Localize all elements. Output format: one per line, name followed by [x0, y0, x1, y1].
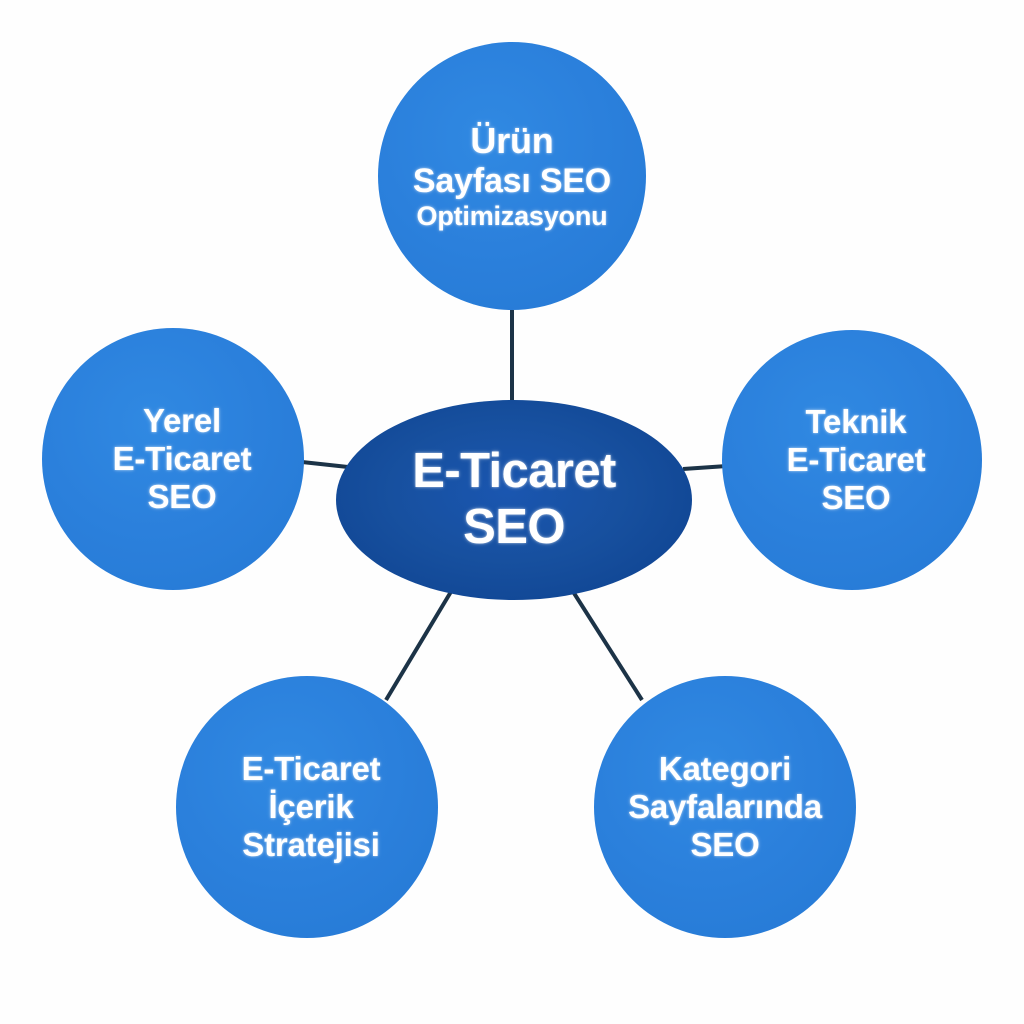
hub-node-e-ticaret-seo[interactable]: E-Ticaret SEO: [336, 400, 692, 600]
node-label-botright-line-2: Sayfalarında: [628, 787, 822, 825]
node-label-top-line-3: Optimizasyonu: [416, 200, 608, 231]
hub-label-line-2: SEO: [463, 500, 565, 554]
node-label-botright-line-1: Kategori: [658, 749, 792, 787]
node-label-left-line-2: E-Ticaret: [112, 439, 252, 477]
connector-hub-to-botleft: [384, 588, 454, 702]
node-label-top-line-1: Ürün: [470, 119, 554, 161]
node-kategori-sayfalarinda-seo[interactable]: Kategori Sayfalarında SEO: [594, 676, 856, 938]
node-label-botleft-line-1: E-Ticaret: [241, 749, 381, 787]
hub-label-line-1: E-Ticaret: [412, 444, 616, 499]
node-label-right: Teknik E-Ticaret SEO: [781, 403, 932, 518]
node-label-left-line-1: Yerel: [143, 401, 221, 439]
node-label-botright: Kategori Sayfalarında SEO: [622, 750, 828, 865]
node-label-top: Ürün Sayfası SEO Optimizasyonu: [407, 120, 617, 233]
node-urun-sayfasi-seo-optimizasyonu[interactable]: Ürün Sayfası SEO Optimizasyonu: [378, 42, 646, 310]
node-label-right-line-3: SEO: [821, 479, 891, 517]
node-label-botleft-line-2: İçerik: [268, 787, 354, 825]
connector-hub-to-left: [301, 460, 349, 469]
node-e-ticaret-icerik-stratejisi[interactable]: E-Ticaret İçerik Stratejisi: [176, 676, 438, 938]
connector-hub-to-right: [682, 464, 728, 471]
hub-label: E-Ticaret SEO: [406, 444, 621, 556]
connector-hub-to-botright: [570, 588, 644, 702]
node-yerel-e-ticaret-seo[interactable]: Yerel E-Ticaret SEO: [42, 328, 304, 590]
node-label-botleft: E-Ticaret İçerik Stratejisi: [236, 750, 387, 865]
node-label-left-line-3: SEO: [147, 478, 217, 516]
node-label-right-line-2: E-Ticaret: [786, 440, 926, 478]
node-label-top-line-2: Sayfası SEO: [412, 161, 612, 200]
node-label-botright-line-3: SEO: [690, 826, 760, 864]
node-teknik-e-ticaret-seo[interactable]: Teknik E-Ticaret SEO: [722, 330, 982, 590]
node-label-right-line-1: Teknik: [805, 402, 907, 440]
node-label-left: Yerel E-Ticaret SEO: [107, 402, 258, 517]
node-label-botleft-line-3: Stratejisi: [242, 826, 380, 864]
